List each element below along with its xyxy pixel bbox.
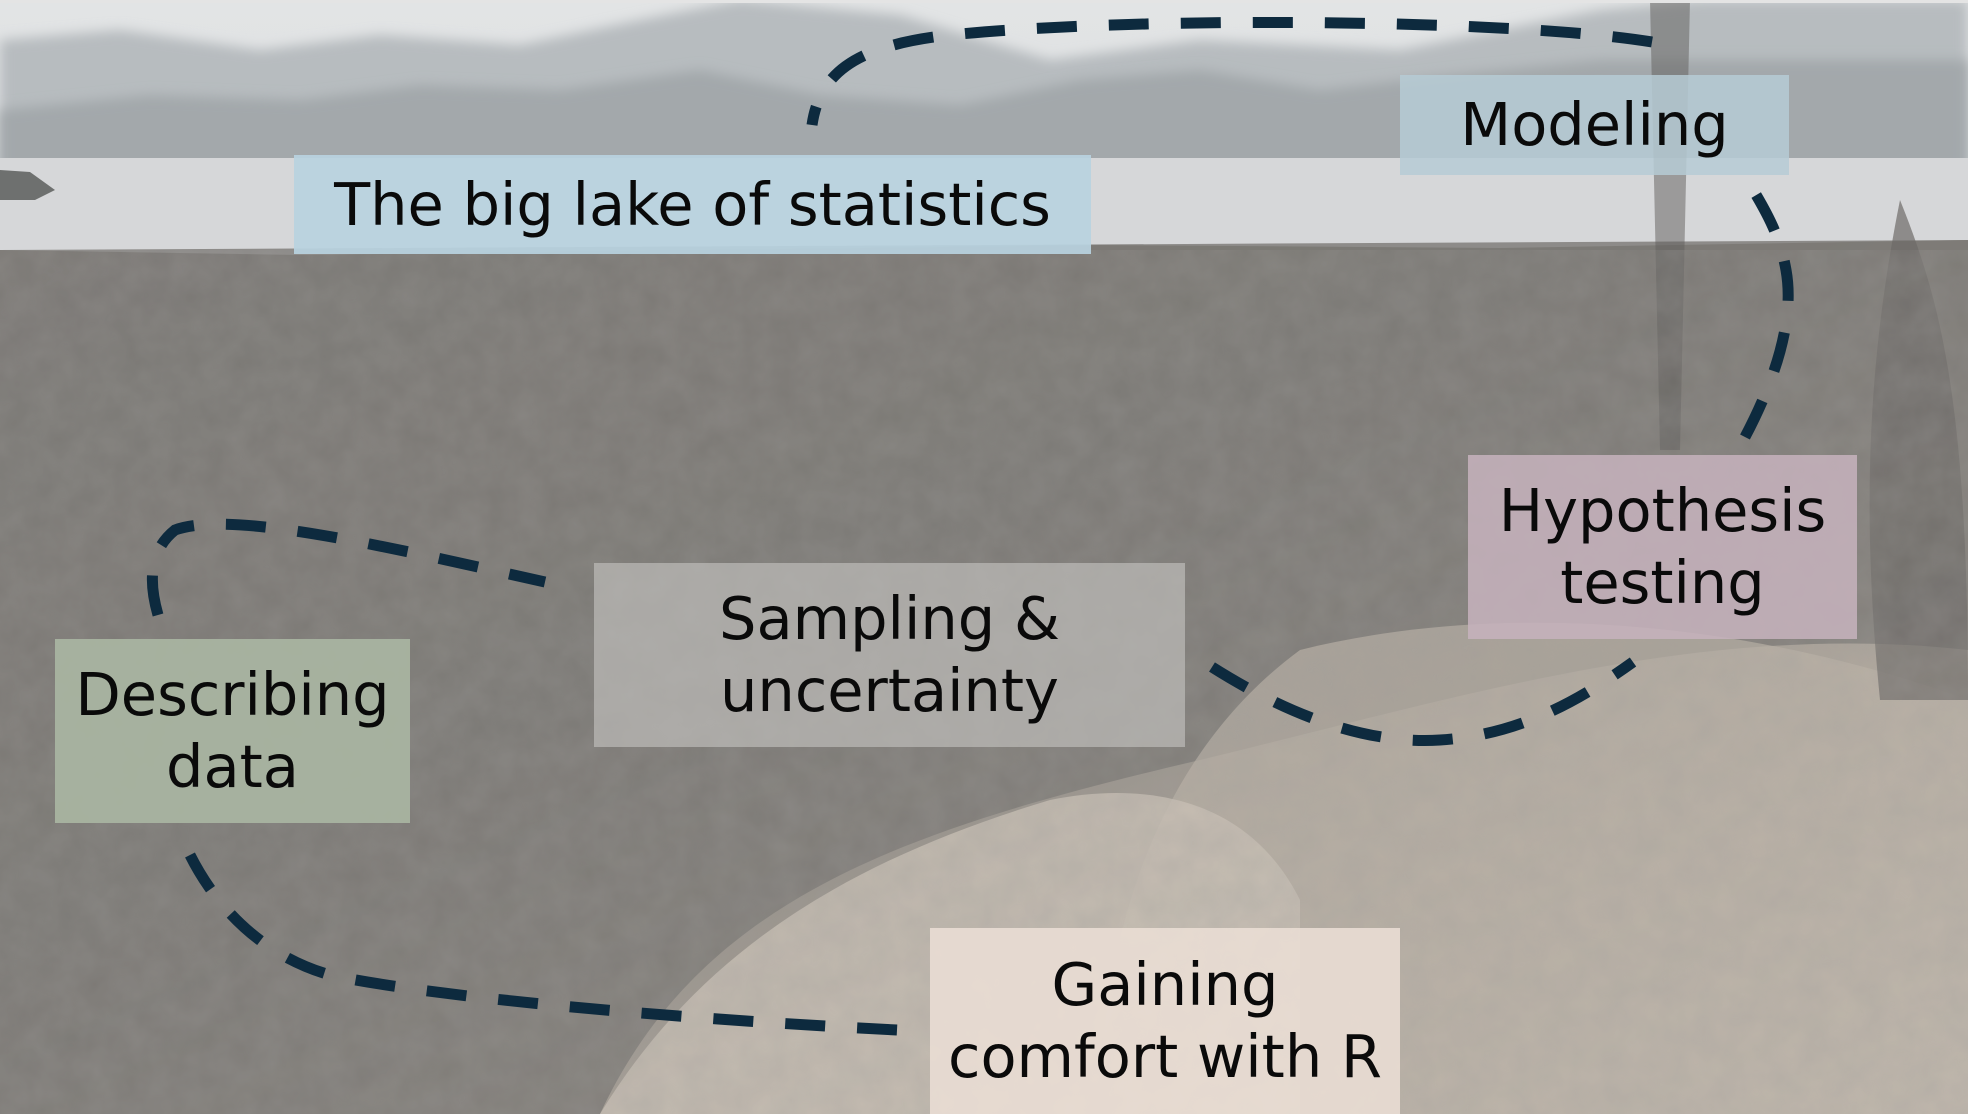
label-text: Sampling & uncertainty xyxy=(719,584,1060,725)
label-text: Gaining comfort with R xyxy=(948,950,1382,1091)
label-text: Describing data xyxy=(75,660,390,801)
label-gaining-comfort-with-r: Gaining comfort with R xyxy=(930,928,1400,1114)
label-big-lake-of-statistics: The big lake of statistics xyxy=(294,155,1091,254)
label-modeling: Modeling xyxy=(1400,75,1789,175)
label-text: The big lake of statistics xyxy=(334,169,1051,239)
label-describing-data: Describing data xyxy=(55,639,410,823)
label-text: Modeling xyxy=(1460,90,1729,160)
label-text: Hypothesis testing xyxy=(1498,476,1827,617)
label-hypothesis-testing: Hypothesis testing xyxy=(1468,455,1857,639)
top-border xyxy=(0,0,1968,3)
label-sampling-uncertainty: Sampling & uncertainty xyxy=(594,563,1185,747)
